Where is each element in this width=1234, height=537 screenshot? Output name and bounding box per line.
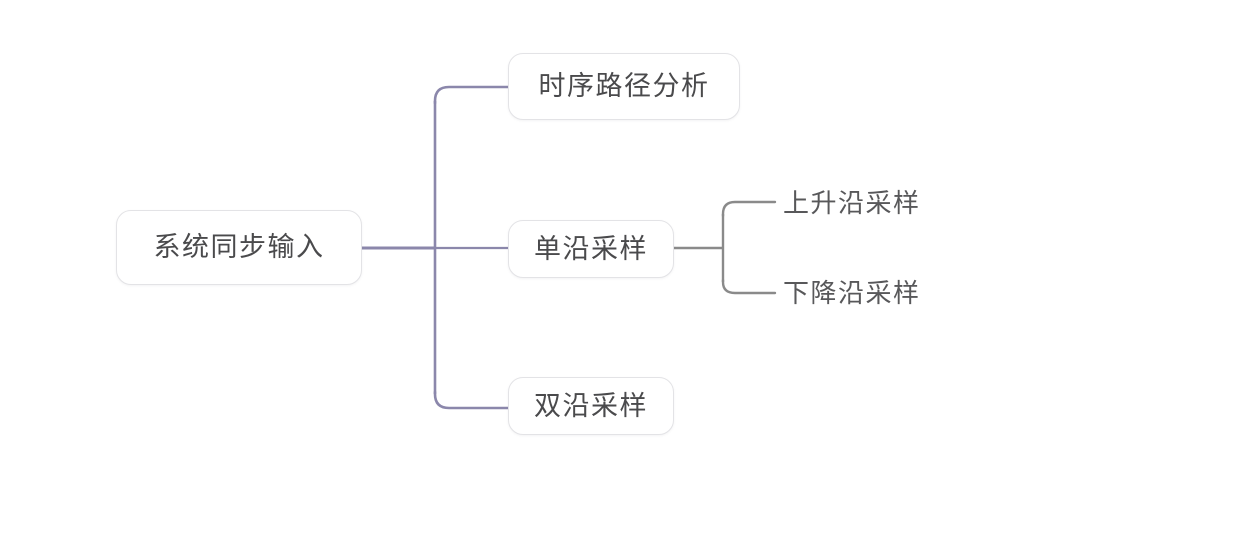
connector-trunk-to-branch-2: [433, 390, 510, 410]
node-branch-double-edge-sampling[interactable]: 双沿采样: [508, 377, 674, 435]
connector-subtrunk-to-leaf-0: [721, 200, 777, 218]
connector-trunk-to-branch-0: [433, 85, 510, 105]
node-branch-timing-path-analysis[interactable]: 时序路径分析: [508, 53, 740, 120]
leaf-1-label: 下降沿采样: [783, 278, 921, 308]
node-branch-0-label: 时序路径分析: [538, 71, 710, 101]
node-root[interactable]: 系统同步输入: [116, 210, 362, 285]
node-root-label: 系统同步输入: [153, 232, 325, 262]
node-branch-single-edge-sampling[interactable]: 单沿采样: [508, 220, 674, 278]
leaf-0-label: 上升沿采样: [783, 188, 921, 218]
node-branch-2-label: 双沿采样: [534, 390, 648, 421]
node-branch-1-label: 单沿采样: [534, 233, 648, 264]
connector-subtrunk-to-leaf-1: [721, 278, 777, 295]
leaf-rising-edge-sampling[interactable]: 上升沿采样: [783, 186, 921, 220]
leaf-falling-edge-sampling[interactable]: 下降沿采样: [783, 276, 921, 310]
